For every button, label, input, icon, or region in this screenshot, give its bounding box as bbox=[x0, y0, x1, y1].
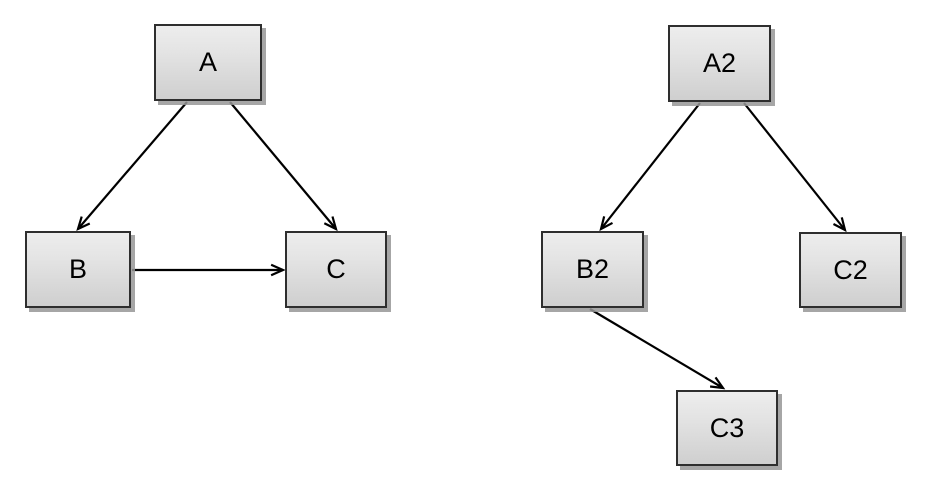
edge-line bbox=[229, 101, 337, 230]
node-c3[interactable]: C3 bbox=[676, 390, 778, 466]
edge-line bbox=[743, 102, 846, 231]
edge-b-c bbox=[132, 263, 286, 277]
node-b2[interactable]: B2 bbox=[541, 231, 644, 308]
node-label: A bbox=[198, 47, 217, 77]
node-label: B2 bbox=[575, 254, 610, 284]
node-label: A2 bbox=[702, 48, 737, 78]
node-label: C2 bbox=[833, 254, 868, 285]
arrowhead-icon bbox=[832, 217, 847, 233]
node-label: B bbox=[68, 254, 87, 284]
node-a2[interactable]: A2 bbox=[668, 25, 771, 102]
arrowhead-icon bbox=[709, 376, 726, 390]
edge-line bbox=[589, 308, 724, 389]
edge-a2-c2 bbox=[743, 102, 847, 233]
node-b[interactable]: B bbox=[25, 231, 131, 308]
node-label: C3 bbox=[709, 412, 745, 443]
edge-line bbox=[77, 101, 188, 230]
node-a[interactable]: A bbox=[154, 24, 262, 101]
edge-line bbox=[600, 102, 701, 230]
arrowhead-icon bbox=[323, 216, 338, 232]
edge-b2-c3 bbox=[589, 308, 726, 390]
node-label: C bbox=[326, 254, 346, 284]
arrowhead-icon bbox=[599, 216, 614, 232]
node-c2[interactable]: C2 bbox=[799, 232, 902, 308]
edge-a-c bbox=[229, 101, 338, 232]
edge-a2-b2 bbox=[599, 102, 701, 232]
edge-a-b bbox=[76, 101, 188, 232]
node-c[interactable]: C bbox=[285, 231, 387, 308]
arrowhead-icon bbox=[270, 263, 286, 277]
arrowhead-icon bbox=[76, 216, 91, 232]
